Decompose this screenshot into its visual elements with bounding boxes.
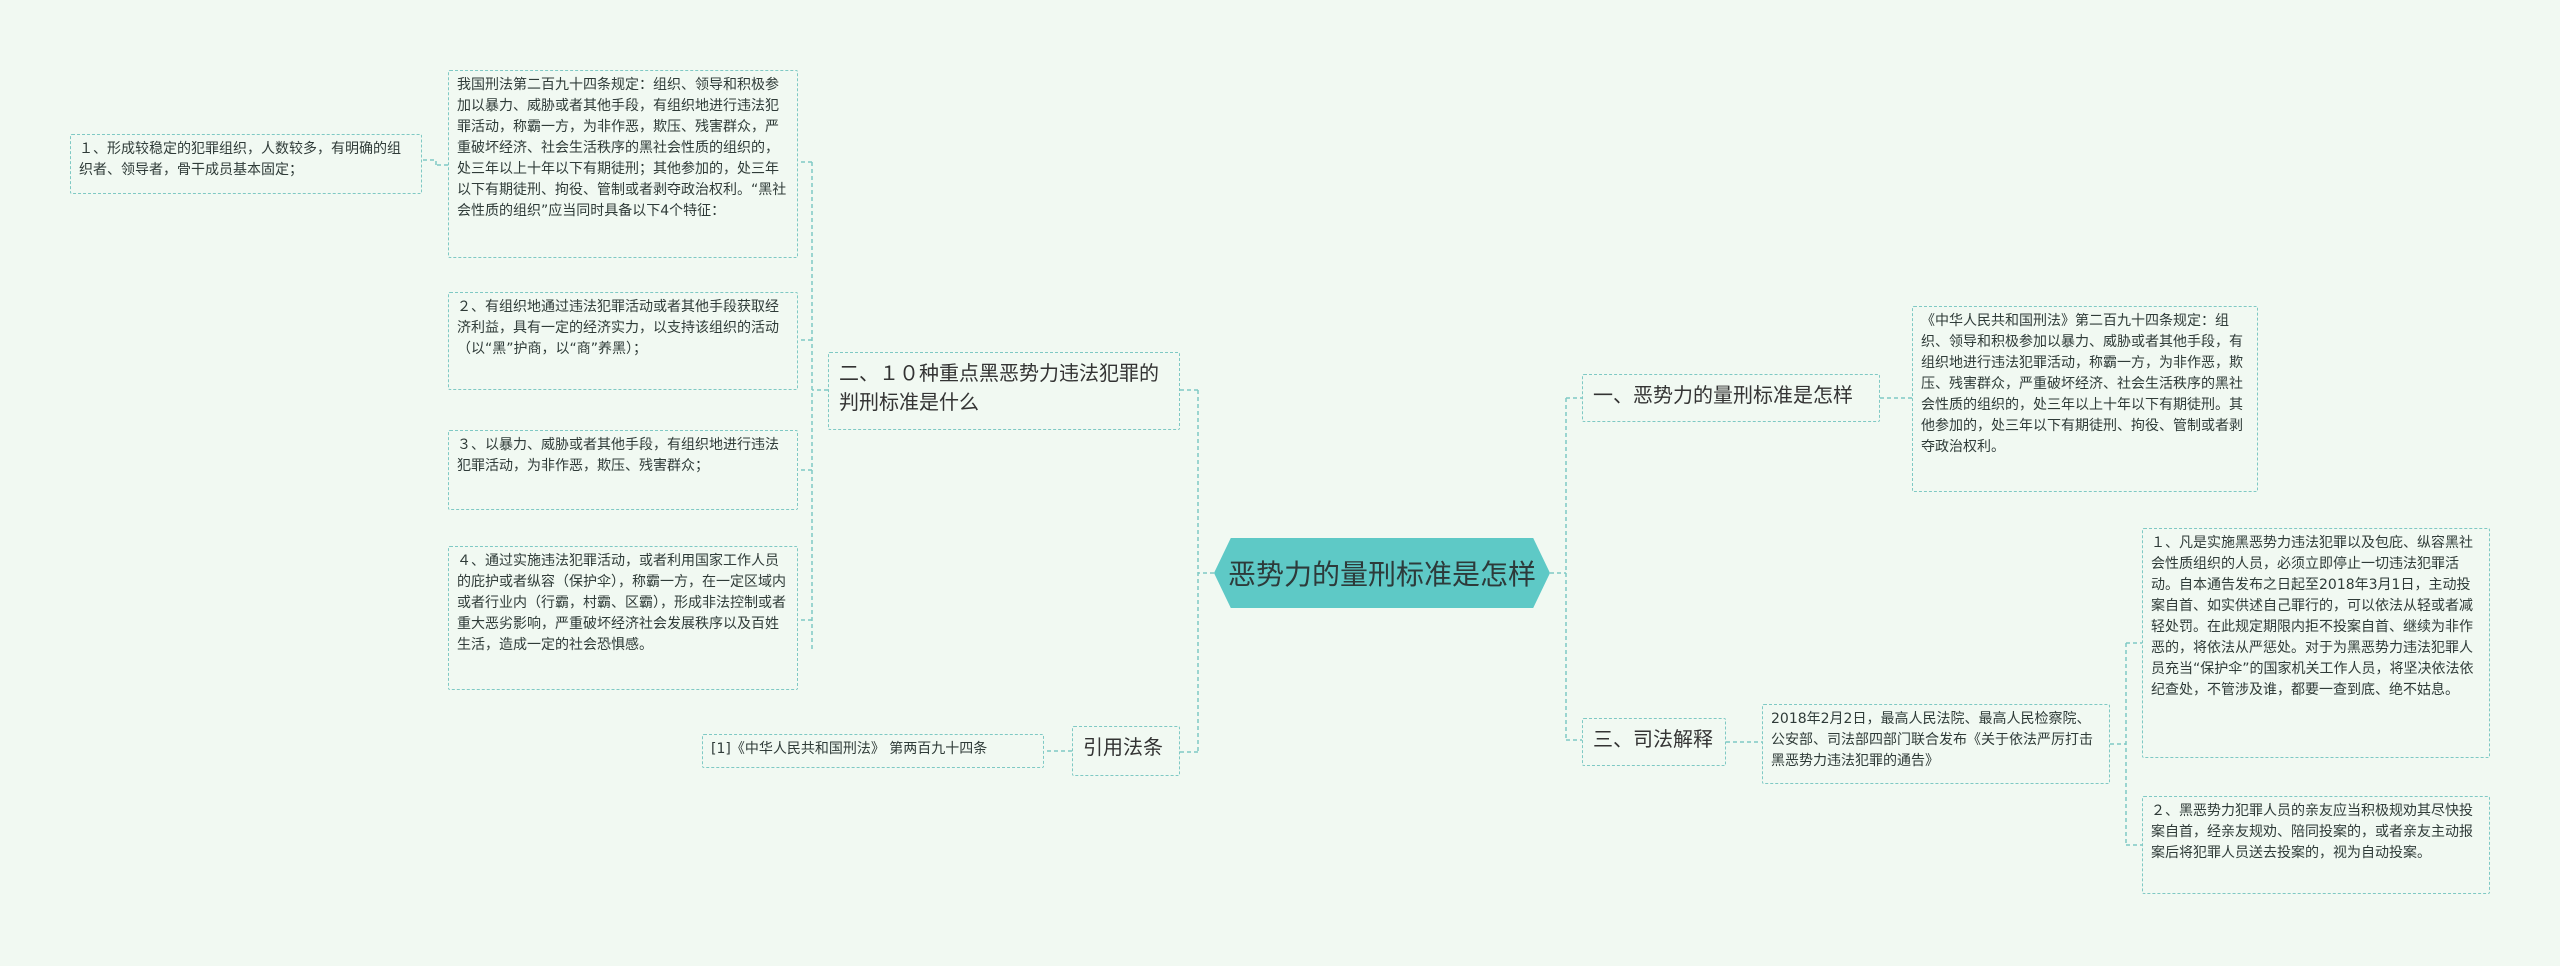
node-text: [1]《中华人民共和国刑法》 第两百九十四条 xyxy=(711,741,988,757)
node-text: 我国刑法第二百九十四条规定：组织、领导和积极参加以暴力、威胁或者其他手段，有组织… xyxy=(457,77,787,219)
node-feature-1[interactable]: １、形成较稳定的犯罪组织，人数较多，有明确的组织者、领导者，骨干成员基本固定； xyxy=(70,134,422,194)
branch-cited-law-label: 引用法条 xyxy=(1083,735,1163,759)
node-text: ２、有组织地通过违法犯罪活动或者其他手段获取经济利益，具有一定的经济实力，以支持… xyxy=(457,299,779,357)
node-text: 《中华人民共和国刑法》第二百九十四条规定：组织、领导和积极参加以暴力、威胁或者其… xyxy=(1921,313,2243,455)
node-text: １、凡是实施黑恶势力违法犯罪以及包庇、纵容黑社会性质组织的人员，必须立即停止一切… xyxy=(2151,535,2474,698)
branch-judgment-standards-label: 二、１０种重点黑恶势力违法犯罪的判刑标准是什么 xyxy=(839,361,1159,414)
node-criminal-law-provision[interactable]: 《中华人民共和国刑法》第二百九十四条规定：组织、领导和积极参加以暴力、威胁或者其… xyxy=(1912,306,2258,492)
branch-judicial-interpretation[interactable]: 三、司法解释 xyxy=(1582,718,1726,766)
node-text: ３、以暴力、威胁或者其他手段，有组织地进行违法犯罪活动，为非作恶，欺压、残害群众… xyxy=(457,437,779,474)
node-feature-2[interactable]: ２、有组织地通过违法犯罪活动或者其他手段获取经济利益，具有一定的经济实力，以支持… xyxy=(448,292,798,390)
branch-sentencing-standard-label: 一、恶势力的量刑标准是怎样 xyxy=(1593,383,1853,407)
node-text: ４、通过实施违法犯罪活动，或者利用国家工作人员的庇护或者纵容（保护伞），称霸一方… xyxy=(457,553,786,653)
node-text: 2018年2月2日，最高人民法院、最高人民检察院、公安部、司法部四部门联合发布《… xyxy=(1771,711,2093,769)
node-criminal-law-article[interactable]: 我国刑法第二百九十四条规定：组织、领导和积极参加以暴力、威胁或者其他手段，有组织… xyxy=(448,70,798,258)
node-relatives-persuasion[interactable]: ２、黑恶势力犯罪人员的亲友应当积极规劝其尽快投案自首，经亲友规劝、陪同投案的，或… xyxy=(2142,796,2490,894)
branch-judgment-standards[interactable]: 二、１０种重点黑恶势力违法犯罪的判刑标准是什么 xyxy=(828,352,1180,430)
node-surrender-provision[interactable]: １、凡是实施黑恶势力违法犯罪以及包庇、纵容黑社会性质组织的人员，必须立即停止一切… xyxy=(2142,528,2490,758)
root-topic[interactable]: 恶势力的量刑标准是怎样 xyxy=(1214,538,1550,608)
node-feature-4[interactable]: ４、通过实施违法犯罪活动，或者利用国家工作人员的庇护或者纵容（保护伞），称霸一方… xyxy=(448,546,798,690)
node-feature-3[interactable]: ３、以暴力、威胁或者其他手段，有组织地进行违法犯罪活动，为非作恶，欺压、残害群众… xyxy=(448,430,798,510)
node-cited-law-reference[interactable]: [1]《中华人民共和国刑法》 第两百九十四条 xyxy=(702,734,1044,768)
branch-sentencing-standard[interactable]: 一、恶势力的量刑标准是怎样 xyxy=(1582,374,1880,422)
node-joint-notice[interactable]: 2018年2月2日，最高人民法院、最高人民检察院、公安部、司法部四部门联合发布《… xyxy=(1762,704,2110,784)
node-text: １、形成较稳定的犯罪组织，人数较多，有明确的组织者、领导者，骨干成员基本固定； xyxy=(79,141,401,178)
branch-cited-law[interactable]: 引用法条 xyxy=(1072,726,1180,776)
node-text: ２、黑恶势力犯罪人员的亲友应当积极规劝其尽快投案自首，经亲友规劝、陪同投案的，或… xyxy=(2151,803,2473,861)
root-topic-label: 恶势力的量刑标准是怎样 xyxy=(1227,558,1536,591)
branch-judicial-interpretation-label: 三、司法解释 xyxy=(1593,727,1713,751)
